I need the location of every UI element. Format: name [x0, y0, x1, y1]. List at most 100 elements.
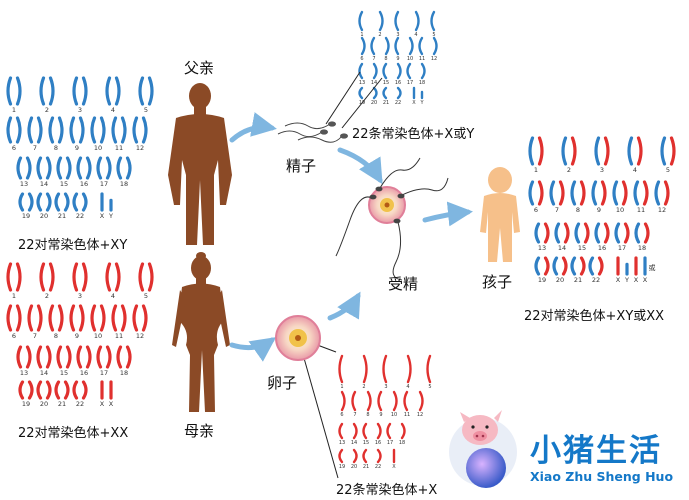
chromosome	[48, 304, 55, 332]
sperm-icon	[375, 157, 421, 192]
chromosome	[125, 156, 132, 180]
fertilization-cell	[335, 157, 449, 281]
chromosome	[558, 180, 565, 206]
chromosome	[642, 180, 649, 206]
chromosome	[634, 222, 641, 244]
chromosome	[588, 256, 595, 276]
chromosome	[78, 116, 85, 144]
chromosome	[6, 262, 13, 292]
chromosome	[370, 36, 376, 56]
chromosome	[543, 256, 550, 276]
chromosome	[72, 380, 79, 400]
chromosome	[394, 36, 400, 56]
chromosome-number: X	[412, 100, 416, 106]
chromosome	[360, 36, 366, 56]
sperm-icon	[397, 177, 449, 199]
chromosome	[377, 390, 383, 412]
chromosome-number: 18	[120, 180, 128, 188]
chromosome	[338, 354, 344, 384]
chromosome	[125, 345, 132, 369]
chromosome	[528, 180, 535, 206]
chromosome-number: 18	[419, 80, 425, 86]
chromosome	[418, 390, 424, 412]
chromosome	[552, 256, 559, 276]
chromosome	[362, 354, 368, 384]
chromosome	[72, 262, 79, 292]
fertilization-label: 受精	[388, 275, 419, 293]
chromosome	[81, 76, 88, 106]
chromosome-number: 18	[399, 440, 405, 446]
chromosome-number: 15	[578, 244, 586, 252]
chromosome	[426, 354, 432, 384]
chromosome-number: 8	[366, 412, 369, 418]
chromosome-number: 7	[555, 206, 559, 214]
chromosome	[69, 116, 76, 144]
chromosome	[90, 116, 97, 144]
chromosome	[141, 304, 148, 332]
chromosome-number: 2	[45, 292, 49, 300]
pig-mascot-icon	[449, 410, 517, 488]
chromosome	[6, 304, 13, 332]
chromosome	[614, 222, 621, 244]
child-karyotype-label: 22对常染色体+XY或XX	[524, 309, 665, 324]
chromosome	[382, 62, 388, 80]
chromosome	[27, 116, 34, 144]
chromosome-number: 21	[58, 212, 66, 220]
chromosome	[72, 76, 79, 106]
chromosome-number: 22	[76, 212, 84, 220]
chromosome-number: 8	[54, 144, 58, 152]
chromosome-number: 18	[638, 244, 646, 252]
chromosome	[403, 390, 409, 412]
chromosome-number: 10	[616, 206, 624, 214]
mother-karyotype-label: 22对常染色体+XX	[18, 426, 129, 441]
chromosome-number: 1	[340, 384, 343, 390]
chromosome	[81, 380, 88, 400]
chromosome	[384, 36, 390, 56]
chromosome	[6, 116, 13, 144]
chromosome	[603, 136, 610, 166]
chromosome-number: 16	[80, 369, 88, 377]
child-label: 孩子	[482, 273, 513, 291]
chromosome	[111, 304, 118, 332]
chromosome	[57, 304, 64, 332]
chromosome	[81, 192, 88, 212]
chromosome-number: 1	[12, 292, 16, 300]
chromosome	[54, 192, 61, 212]
chromosome	[138, 76, 145, 106]
chromosome	[623, 222, 630, 244]
chromosome-number: 3	[78, 292, 82, 300]
chromosome	[105, 76, 112, 106]
chromosome	[96, 345, 103, 369]
chromosome	[132, 116, 139, 144]
chromosome	[340, 390, 346, 412]
sperm-label: 精子	[286, 157, 317, 175]
sperm-icon	[392, 218, 403, 281]
chromosome	[36, 192, 43, 212]
chromosome-number: 12	[136, 332, 144, 340]
chromosome	[36, 116, 43, 144]
chromosome	[597, 256, 604, 276]
chromosome	[561, 256, 568, 276]
chromosome-number: 3	[600, 166, 604, 174]
chromosome	[39, 262, 46, 292]
chromosome-number: 13	[359, 80, 365, 86]
chromosome-number: 8	[54, 332, 58, 340]
chromosome	[65, 345, 72, 369]
chromosome-number: X	[392, 464, 396, 470]
chromosome-number: 20	[40, 212, 48, 220]
chromosome	[378, 10, 384, 32]
chromosome-number: 8	[384, 56, 387, 62]
chromosome-number: 16	[395, 80, 401, 86]
chromosome	[147, 262, 154, 292]
chromosome-number: 18	[120, 369, 128, 377]
chromosome-number: 19	[22, 400, 30, 408]
chromosome	[643, 222, 650, 244]
chromosome-number: 9	[75, 332, 79, 340]
chromosome-number: 2	[45, 106, 49, 114]
chromosome	[69, 304, 76, 332]
chromosome-number: 11	[404, 412, 410, 418]
chromosome-number: X	[634, 276, 639, 284]
